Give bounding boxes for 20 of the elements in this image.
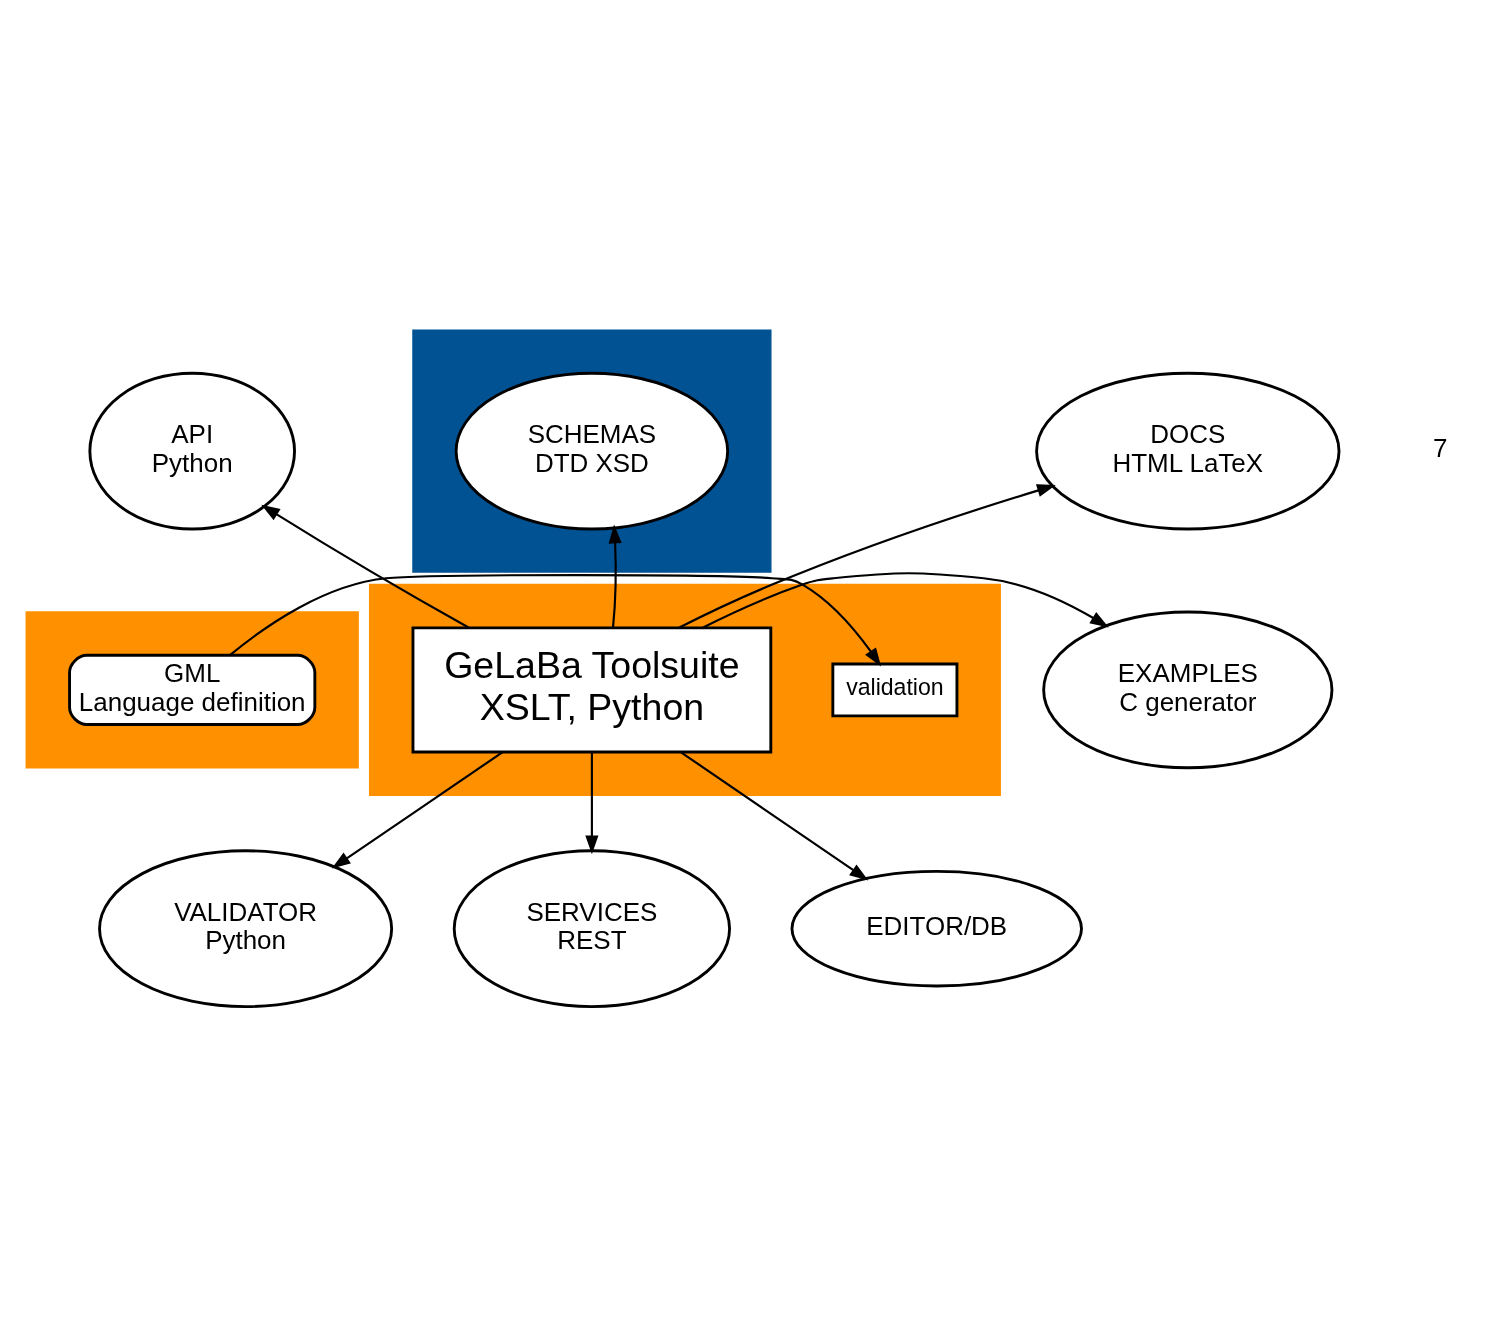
arrow: [680, 750, 869, 880]
node-ellipse: API Python: [88, 371, 296, 530]
node-ellipse: EDITOR/DB: [790, 869, 1083, 987]
arrow: [229, 573, 882, 667]
node-box: GML Language definition: [68, 653, 317, 726]
arrow: [678, 483, 1056, 629]
label: 7: [1433, 432, 1448, 463]
node-box: validation: [831, 662, 959, 717]
node-ellipse: SERVICES REST: [452, 848, 731, 1008]
node-box: GeLaBa Toolsuite XSLT, Python: [411, 625, 773, 753]
arrow: [331, 750, 504, 869]
arrow: [261, 504, 470, 629]
cluster: [412, 329, 772, 573]
arrow: [702, 571, 1109, 629]
arrow: [585, 751, 599, 854]
node-ellipse: VALIDATOR Python: [98, 848, 394, 1008]
cluster: [25, 610, 359, 769]
arrow: [608, 524, 622, 628]
node-ellipse: SCHEMAS DTD XSD: [454, 371, 730, 530]
cluster: [368, 583, 1001, 796]
